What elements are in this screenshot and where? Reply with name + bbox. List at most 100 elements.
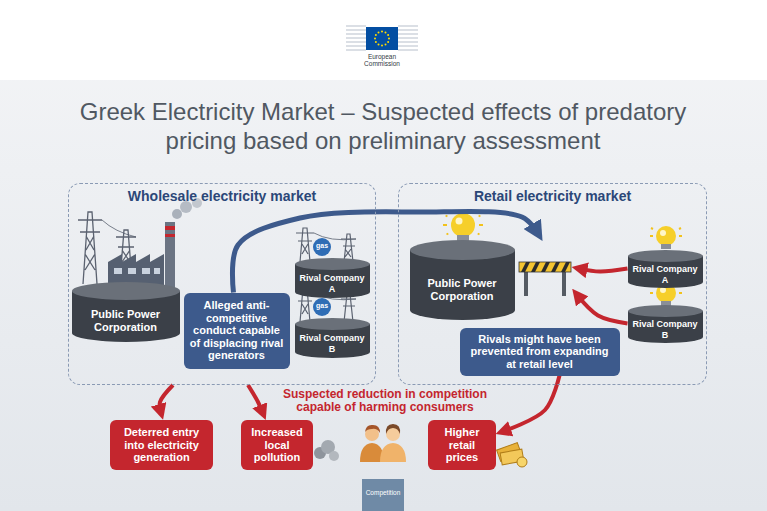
eu-logo (346, 26, 418, 50)
eu-logo (346, 26, 418, 50)
market-region: Public Power Corporation Rival Company A R… (398, 183, 707, 385)
power-plant (154, 268, 160, 274)
eu-logo (374, 31, 390, 47)
money-icon (497, 443, 527, 467)
eu-logo (385, 31, 387, 33)
power-plant (142, 268, 150, 274)
consumers-icon (360, 424, 406, 462)
text-holder: Public Power Corporation (410, 260, 515, 320)
company-cylinder: Public Power Corporation (72, 282, 180, 342)
light-bulb (456, 218, 463, 225)
connector-arrow (160, 385, 173, 412)
barrier-stripe (521, 262, 530, 272)
light-bulb (660, 230, 666, 236)
eu-logo (387, 34, 389, 36)
barrier-stripe (561, 262, 570, 272)
text-holder: Rival Company A (295, 270, 370, 298)
smoke-icon (329, 451, 339, 461)
money-icon (517, 457, 527, 467)
barrier-post (562, 270, 566, 296)
eu-logo (366, 27, 398, 50)
connector-arrow (577, 295, 627, 323)
power-plant (165, 226, 175, 230)
text-holder: Rival Company B (628, 317, 703, 343)
text-holder: Alleged anti-competitive conduct capable… (184, 293, 290, 369)
harm-box: Deterred entry into electricity generati… (110, 420, 213, 470)
company-cylinder: Rival Company A (628, 250, 703, 288)
summary-note: Suspected reduction in competition capab… (275, 388, 495, 414)
consumers-icon (380, 443, 406, 462)
company-cylinder: Rival Company B (295, 318, 370, 358)
harm-box: Increased local pollution (241, 420, 313, 470)
text-holder: Wholesale electricity market (69, 188, 375, 204)
node-label: Alleged anti-competitive conduct capable… (189, 299, 285, 362)
power-pylon (102, 220, 136, 237)
market-region: Public Power Corporation Rival Company A R… (68, 183, 376, 385)
text-holder: Higher retail prices (428, 420, 496, 470)
barrier-stripe (531, 262, 540, 272)
eu-logo (374, 38, 376, 40)
node-label: Rival Company B (631, 319, 700, 340)
text-holder: Rivals might have been prevented from ex… (460, 328, 620, 376)
barrier-bar (519, 262, 571, 272)
cylinder-top (410, 240, 515, 260)
eu-logo (375, 34, 377, 36)
region-heading: Retail electricity market (399, 188, 706, 204)
eu-logo (381, 31, 383, 33)
connector-arrow (248, 385, 263, 413)
connector-arrow (503, 376, 559, 432)
eu-logo (375, 41, 377, 43)
cylinder-top (72, 282, 180, 300)
light-bulb (661, 244, 671, 249)
power-pylon (78, 212, 102, 284)
node-label: Rival Company A (631, 264, 700, 285)
text-holder: Deterred entry into electricity generati… (110, 420, 213, 470)
smoke-icon (314, 440, 339, 461)
node-label: Increased local pollution (246, 426, 308, 464)
rival-pylons (296, 228, 314, 262)
power-plant (108, 198, 202, 290)
node-label: Public Power Corporation (75, 308, 177, 333)
gas-label: gas (312, 242, 332, 249)
gas-icon (313, 238, 331, 256)
node-label: Higher retail prices (433, 426, 491, 464)
eu-logo (388, 38, 390, 40)
text-holder: Public Power Corporation (72, 300, 180, 342)
gas-icon (313, 298, 331, 316)
node-label: Public Power Corporation (413, 277, 512, 302)
cylinder-top (295, 258, 370, 270)
connector-arrow (579, 269, 627, 272)
road-barrier (519, 262, 571, 296)
title: Greek Electricity Market – Suspected eff… (73, 98, 693, 156)
barrier-stripe (551, 262, 560, 272)
company-cylinder: Rival Company A (295, 258, 370, 298)
eu-logo (381, 45, 383, 47)
cylinder-top (628, 305, 703, 317)
conduct-box: Alleged anti-competitive conduct capable… (184, 293, 290, 369)
barrier-outline (519, 262, 571, 272)
section-tag: Competition (362, 490, 404, 497)
text-holder: Increased local pollution (241, 420, 313, 470)
consumers-icon (386, 424, 400, 434)
power-plant (128, 268, 136, 274)
barrier-stripe (541, 262, 550, 272)
power-plant (114, 268, 122, 274)
company-cylinder: Rival Company B (628, 305, 703, 343)
power-plant (172, 209, 182, 219)
power-plant (165, 234, 175, 237)
node-label: Rivals might have been prevented from ex… (465, 333, 615, 371)
eu-logo (385, 44, 387, 46)
node-label: Deterred entry into electricity generati… (115, 426, 208, 464)
eu-logo (378, 44, 380, 46)
cylinder-top (295, 318, 370, 330)
eu-logo (378, 31, 380, 33)
harm-box: Higher retail prices (428, 420, 496, 470)
node-label: Rival Company B (298, 333, 367, 354)
text-holder: Retail electricity market (399, 188, 706, 204)
eu-logo (387, 41, 389, 43)
competition-tab (362, 479, 404, 511)
top-band (0, 0, 767, 80)
region-heading: Wholesale electricity market (69, 188, 375, 204)
